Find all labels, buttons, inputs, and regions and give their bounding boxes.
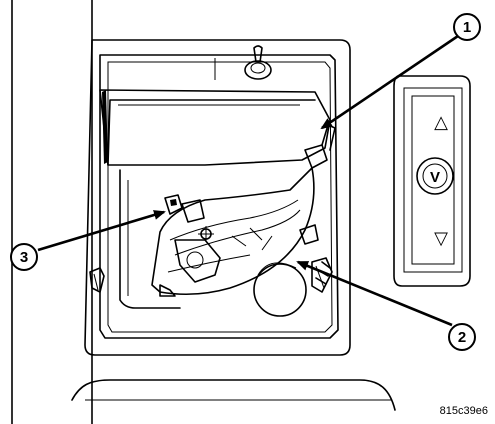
callout-2-leader xyxy=(296,260,453,327)
switch-button-v: V xyxy=(416,157,454,195)
up-arrow-icon: △ xyxy=(434,112,448,133)
callout-1-label: 1 xyxy=(463,19,471,36)
callout-3-leader xyxy=(37,210,166,252)
callout-2-label: 2 xyxy=(458,329,466,346)
callout-1-group: 1 xyxy=(320,13,481,130)
switch-button-down: ▽ xyxy=(434,228,448,249)
callout-1-leader xyxy=(320,34,459,130)
callout-2-circle xyxy=(448,323,476,351)
v-button-label: V xyxy=(430,169,440,186)
callout-3-label: 3 xyxy=(20,249,28,266)
callout-3-group: 3 xyxy=(10,210,166,271)
callout-2-group: 2 xyxy=(296,260,476,351)
callout-3-circle xyxy=(10,243,38,271)
hinge-pivot xyxy=(164,194,214,242)
console-housing xyxy=(84,39,351,356)
side-clips xyxy=(89,257,333,293)
sunglass-bin xyxy=(151,167,315,297)
mounting-screw xyxy=(214,45,272,80)
down-arrow-icon: ▽ xyxy=(434,228,448,249)
switch-bank xyxy=(393,75,471,287)
figure-id: 815c39e6 xyxy=(440,405,488,417)
console-lid xyxy=(99,89,336,169)
headliner-outline xyxy=(11,0,396,424)
callout-1-circle xyxy=(453,13,481,41)
switch-button-up: △ xyxy=(434,112,448,133)
console-interior xyxy=(119,169,331,317)
